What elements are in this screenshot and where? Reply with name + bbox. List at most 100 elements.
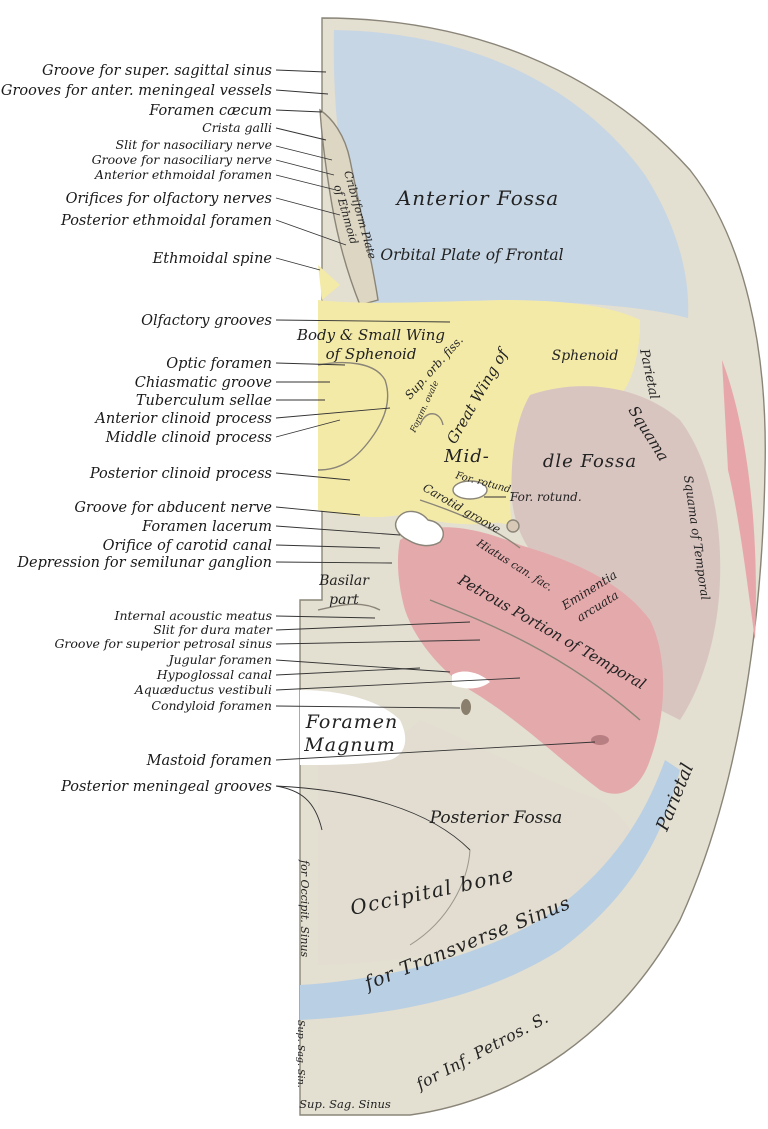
label-middle-clinoid-process: Middle clinoid process xyxy=(105,430,272,446)
posterior-fossa-region xyxy=(318,720,634,965)
leader-line xyxy=(275,257,321,271)
label-slit-nasociliary-nerve: Slit for nasociliary nerve xyxy=(116,137,272,152)
foramen-lacerum-hole xyxy=(394,510,444,547)
label-chiasmatic-groove: Chiasmatic groove xyxy=(135,375,272,391)
leader-line xyxy=(275,741,596,761)
region-basilar: Basilar xyxy=(318,573,370,589)
leader-line xyxy=(275,174,337,191)
ethmoidal-spine-region xyxy=(318,265,340,300)
label-groove-nasociliary-nerve: Groove for nasociliary nerve xyxy=(92,152,272,167)
label-optic-foramen: Optic foramen xyxy=(166,356,272,372)
label-anterior-ethmoidal-foramen: Anterior ethmoidal foramen xyxy=(94,167,272,182)
leader-line xyxy=(275,89,329,95)
leader-line xyxy=(275,621,471,631)
leader-line xyxy=(275,667,421,676)
petrous-region xyxy=(397,527,664,794)
foramen-rotundum-hole xyxy=(452,480,488,500)
jugular-foramen-hole xyxy=(452,671,490,689)
anterior-fossa-region xyxy=(333,30,689,318)
label-olfactory-grooves: Olfactory grooves xyxy=(141,313,272,329)
mastoid-foramen xyxy=(591,735,609,745)
label-anterior-clinoid-process: Anterior clinoid process xyxy=(93,411,272,427)
leader-line xyxy=(275,525,401,536)
carotid-groove-line xyxy=(419,499,521,549)
label-foramen-lacerum: Foramen lacerum xyxy=(141,519,272,535)
label-orifices-olfactory-nerves: Orifices for olfactory nerves xyxy=(66,191,272,207)
label-posterior-ethmoidal-foramen: Posterior ethmoidal foramen xyxy=(60,213,272,229)
leader-line xyxy=(275,69,327,73)
leader-line xyxy=(275,506,361,516)
label-tuberculum-sellae: Tuberculum sellae xyxy=(136,393,272,409)
foramen-magnum-hole xyxy=(300,690,406,765)
left-labels: Groove for super. sagittal sinus Grooves… xyxy=(1,63,273,795)
leader-line xyxy=(275,362,346,366)
leader-line xyxy=(275,639,481,645)
leader-line xyxy=(275,127,327,141)
transverse-sinus-region xyxy=(300,760,680,1020)
region-middle-fossa-b: dle Fossa xyxy=(543,451,637,472)
leader-line xyxy=(275,705,461,709)
label-posterior-clinoid-process: Posterior clinoid process xyxy=(89,466,272,482)
label-foramen-caecum: Foramen cæcum xyxy=(148,103,272,119)
leader-line xyxy=(275,659,451,673)
label-slit-dura-mater: Slit for dura mater xyxy=(153,622,273,637)
basilar-groove-line xyxy=(317,603,381,611)
region-for-rotund: For. rotund. xyxy=(509,490,582,504)
label-crista-galli: Crista galli xyxy=(202,120,272,135)
foramen-spinosum xyxy=(506,519,520,533)
leader-line xyxy=(275,561,393,564)
label-ethmoidal-spine: Ethmoidal spine xyxy=(152,251,272,267)
region-sup-sag-sinus: Sup. Sag. Sinus xyxy=(299,1097,391,1111)
petrous-ridge-line xyxy=(429,599,641,721)
leader-line xyxy=(275,677,521,691)
leader-line xyxy=(275,785,323,831)
label-aquaeductus-vestibuli: Aquæductus vestibuli xyxy=(134,682,272,697)
label-groove-abducent-nerve: Groove for abducent nerve xyxy=(74,500,272,516)
great-wing-region xyxy=(453,321,640,525)
clinoid-outline xyxy=(317,361,389,471)
leader-line xyxy=(275,219,347,246)
leader-line xyxy=(275,785,471,851)
region-of-sphenoid: of Sphenoid xyxy=(326,345,417,363)
leader-line xyxy=(275,419,341,438)
leader-line xyxy=(275,472,351,481)
label-mastoid-foramen: Mastoid foramen xyxy=(146,753,272,769)
label-posterior-meningeal-grooves: Posterior meningeal grooves xyxy=(60,779,272,795)
leader-line xyxy=(275,615,376,619)
sella-outline xyxy=(419,413,444,426)
label-jugular-foramen: Jugular foramen xyxy=(166,652,272,667)
label-groove-super-sagittal-sinus: Groove for super. sagittal sinus xyxy=(42,63,272,79)
region-foramen-magnum-2: Magnum xyxy=(303,734,395,756)
label-condyloid-foramen: Condyloid foramen xyxy=(151,698,272,713)
region-foramen-magnum-1: Foramen xyxy=(305,711,399,733)
label-grooves-anter-meningeal-vessels: Grooves for anter. meningeal vessels xyxy=(1,83,272,99)
leader-line xyxy=(275,145,333,161)
region-body-small-wing: Body & Small Wing xyxy=(296,326,445,344)
leader-line xyxy=(275,319,451,323)
leader-line xyxy=(275,197,341,216)
leader-line xyxy=(275,109,323,113)
leader-line xyxy=(275,407,391,419)
region-for-occipit-sinus: for Occipit. Sinus xyxy=(298,859,311,958)
label-hypoglossal-canal: Hypoglossal canal xyxy=(156,667,272,682)
label-depression-semilunar-ganglion: Depression for semilunar ganglion xyxy=(16,555,272,571)
region-sphenoid: Sphenoid xyxy=(552,348,619,364)
region-basilar-part: part xyxy=(329,592,359,608)
region-anterior-fossa: Anterior Fossa xyxy=(395,186,559,210)
label-groove-superior-petrosal-sinus: Groove for superior petrosal sinus xyxy=(54,636,272,651)
region-orbital-plate: Orbital Plate of Frontal xyxy=(380,246,563,264)
middle-fossa-region xyxy=(511,386,721,720)
occipital-ridge-line xyxy=(409,849,471,946)
label-internal-acoustic-meatus: Internal acoustic meatus xyxy=(114,608,273,623)
label-orifice-carotid-canal: Orifice of carotid canal xyxy=(103,538,273,554)
parietal-edge xyxy=(722,360,756,640)
bone-shapes xyxy=(299,17,766,1116)
leader-line xyxy=(275,544,381,549)
leader-line xyxy=(275,159,335,176)
region-posterior-fossa: Posterior Fossa xyxy=(429,808,563,828)
leader-lines xyxy=(275,69,596,851)
condyloid-foramen xyxy=(461,699,471,715)
region-middle-fossa-a: Mid- xyxy=(443,446,490,467)
region-sup-sag-sin-vertical: Sup. Sag. Sin. xyxy=(295,1020,306,1088)
